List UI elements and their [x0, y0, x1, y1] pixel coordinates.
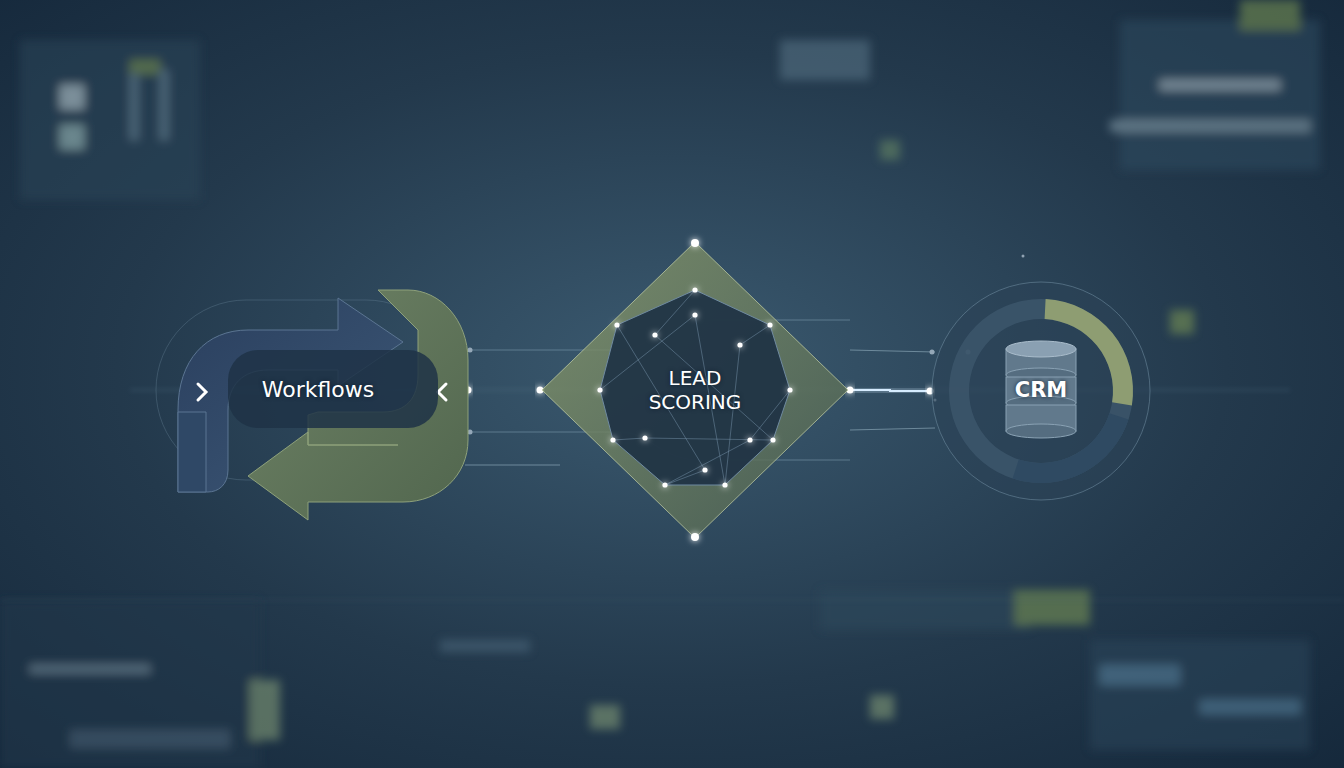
node-label: LEAD SCORING	[635, 366, 755, 414]
glow-connector	[468, 389, 540, 391]
node-label: Workflows	[262, 377, 374, 403]
workflow-cycle: Workflows	[178, 280, 468, 500]
glow-connector	[850, 390, 930, 391]
node-label: CRM	[1015, 378, 1067, 403]
scoring-diamond: LEAD SCORING	[540, 240, 850, 540]
crm-circle: CRM	[930, 280, 1152, 502]
